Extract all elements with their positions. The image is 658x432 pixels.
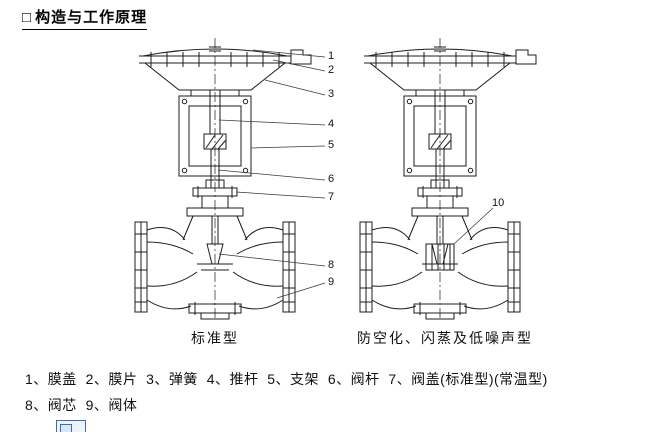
valve-drawing — [134, 37, 537, 320]
section-title: □构造与工作原理 — [22, 6, 148, 30]
parts-legend-line-2: 8、阀芯 9、阀体 — [25, 397, 138, 413]
parts-legend-line-1: 1、膜盖 2、膜片 3、弹簧 4、推杆 5、支架 6、阀杆 7、阀盖(标准型)(… — [25, 371, 548, 387]
callout-9: 9 — [328, 276, 335, 288]
valve-diagrams: 1 2 3 4 5 6 7 8 9 10 — [105, 37, 555, 330]
callout-leader-lines — [217, 49, 494, 299]
callout-6: 6 — [328, 173, 335, 185]
figure-caption-standard: 标准型 — [191, 330, 239, 346]
callout-1: 1 — [328, 50, 335, 62]
valve-standard — [134, 37, 312, 320]
callout-10: 10 — [492, 197, 505, 209]
square-bullet-icon: □ — [22, 9, 33, 26]
callout-5: 5 — [328, 139, 335, 151]
callout-4: 4 — [328, 118, 335, 130]
table-fragment — [56, 420, 86, 432]
figure-caption-anticavitation: 防空化、闪蒸及低噪声型 — [357, 330, 533, 346]
valve-anticavitation — [359, 37, 537, 320]
callout-2: 2 — [328, 64, 335, 76]
section-title-text: 构造与工作原理 — [35, 9, 148, 26]
callout-3: 3 — [328, 88, 335, 100]
table-fragment-cell — [60, 424, 72, 432]
callout-8: 8 — [328, 259, 335, 271]
callout-7: 7 — [328, 191, 335, 203]
